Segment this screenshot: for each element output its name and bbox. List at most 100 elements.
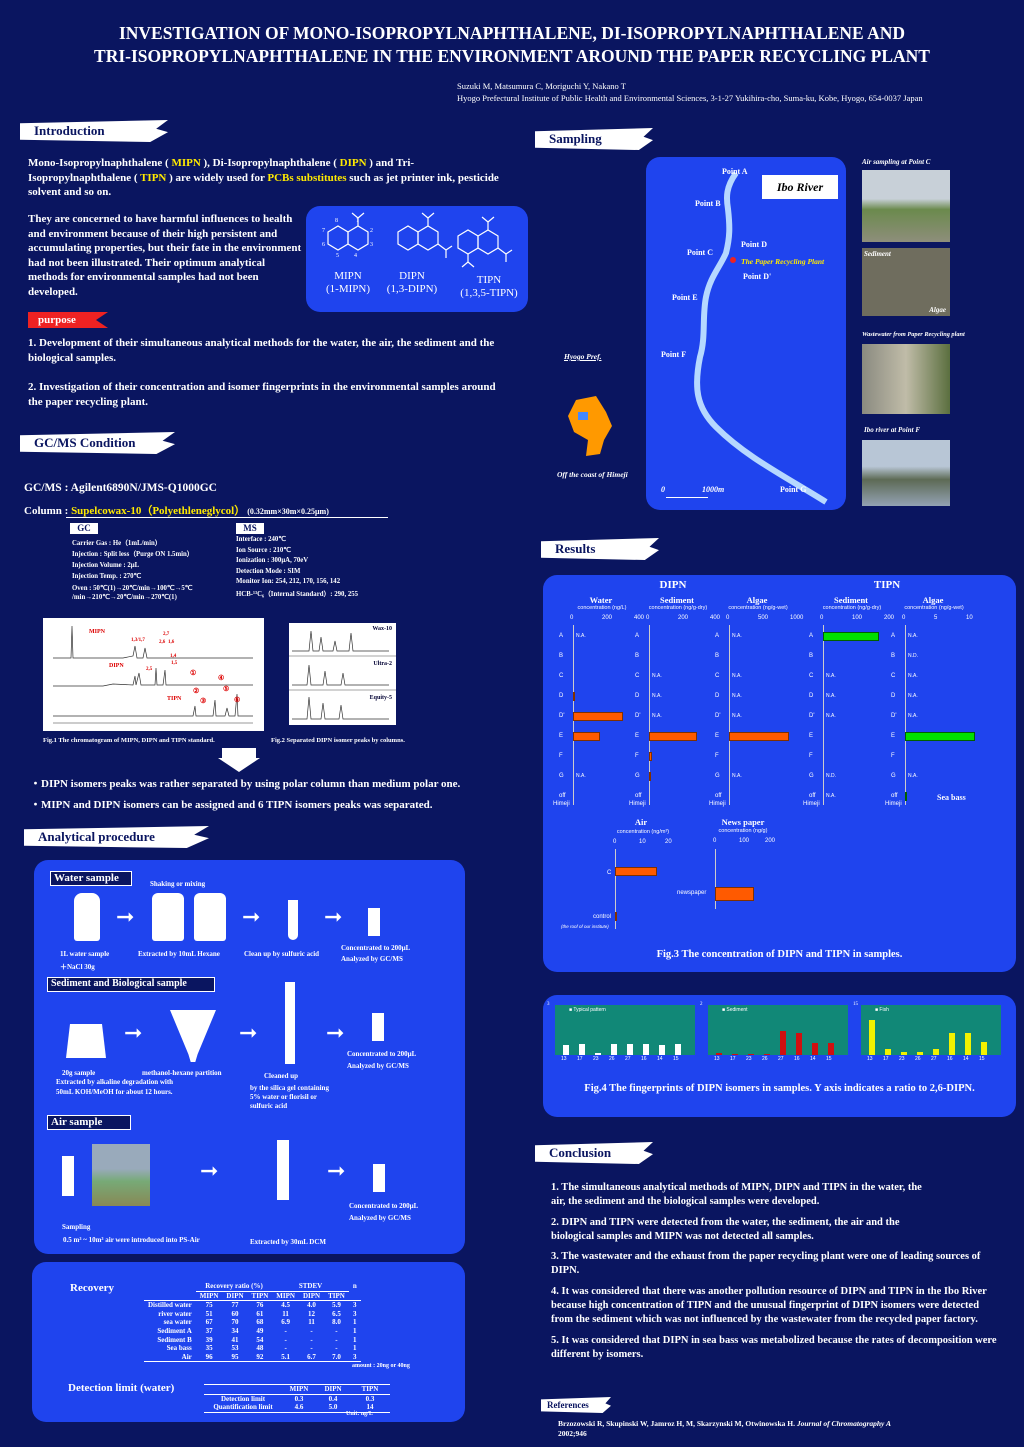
conclusion-item: 3. The wastewater and the exhaust from t… [551,1251,981,1277]
col-head: TIPN [251,1291,269,1300]
ring-number: 8 [335,218,338,224]
row-label: Sediment A [157,1326,192,1335]
fingerprint-bar [933,1048,939,1055]
group-title: Water [589,595,613,605]
tick-label: 10 [639,839,646,845]
air-row-c: C [607,870,612,876]
bar-annotation: N.A. [732,773,742,779]
chrom-label: 2,6 [159,640,166,645]
category-label: B [715,653,720,659]
group-unit: concentration (ng/g-wet) [728,605,788,611]
water-bottle-icon [74,893,100,941]
data-bar [573,712,623,721]
category-label: D [809,693,814,699]
row-label: Detection limit [220,1394,266,1403]
axis-line [715,849,716,909]
category-label: Himeji [553,801,570,807]
fingerprint-tick: 17 [577,1056,583,1062]
col-head: DIPN [302,1291,321,1300]
category-label: Himeji [709,801,726,807]
category-label: off [635,793,642,799]
fingerprint-bar [965,1032,971,1055]
category-label: D [635,693,640,699]
down-arrow-icon [218,748,260,772]
air-step: Analyzed by GC/MS [349,1214,411,1222]
cell: 37 [205,1326,213,1335]
title-line-2: TRI-ISOPROPYLNAPHTHALENE IN THE ENVIRONM… [94,46,930,66]
sediment-algae-photo: Sediment Algae [862,248,950,316]
data-bar [649,752,653,761]
fingerprint-tick: 23 [899,1056,905,1062]
cell: 51 [205,1309,213,1318]
ms-conditions: Interface : 240℃ Ion Source : 210℃ Ioniz… [236,535,396,600]
sed-step: Extracted by alkaline degradation with [56,1078,174,1086]
photo-caption: Sediment [864,250,891,258]
ring-number: 4 [354,253,357,259]
data-bar [573,692,575,701]
group-unit: concentration (ng/g-dry) [822,605,882,611]
chrom-label: ③ [200,697,207,705]
n-head: n [352,1282,357,1291]
cell: 5.9 [332,1301,341,1310]
ms-item: Interface : 240℃ [236,536,286,543]
photo-caption: Air sampling at Point C [862,158,931,166]
ring-number: 5 [336,253,339,259]
conclusion-item: 1. The simultaneous analytical methods o… [551,1182,922,1208]
sampling-map: Ibo River Point A Point B Point C Point … [646,157,846,510]
chrom-label: ⑥ [234,696,241,704]
axis-line [615,849,616,929]
fingerprint-tick: 14 [963,1056,969,1062]
water-step: Shaking or mixing [150,880,206,888]
category-label: G [809,773,814,779]
column-label: Ultra-2 [373,661,392,667]
reference-entry: Brzozowski R, Skupinski W, Jamroz H, M, … [558,1419,978,1439]
poster-title: INVESTIGATION OF MONO-ISOPROPYLNAPHTHALE… [0,22,1024,68]
air-row-control: control [593,914,612,920]
bar-annotation: N.A. [908,673,918,679]
category-label: B [635,653,640,659]
affiliation: Hyogo Prefectural Institute of Public He… [457,93,923,103]
tick-label: 200 [765,838,776,844]
cell: 1 [353,1326,357,1335]
arrow-icon: ➞ [124,1020,143,1045]
ms-head: MS [236,523,264,534]
tick-label: 0 [820,615,824,621]
cell: 0.3 [365,1394,375,1403]
cell: 0.4 [328,1394,338,1403]
mipn-label: MIPN(1-MIPN) [318,270,378,296]
category-label: C [715,673,720,679]
tick-label: 400 [710,615,721,621]
cell: 11 [308,1318,315,1327]
dipn-highlight: DIPN [339,157,367,169]
tick-label: 0 [726,615,730,621]
category-label: Himeji [629,801,646,807]
row-label: Sea bass [166,1344,192,1353]
data-bar [615,867,657,876]
fingerprint-tick: 16 [794,1056,800,1062]
category-label: off [715,793,722,799]
bar-annotation: N.A. [652,713,662,719]
chrom-label: ④ [218,674,225,682]
news-head: News paper [721,817,765,827]
chromatogram-traces [53,625,253,724]
bar-annotation: N.A. [826,793,836,799]
cell: - [284,1326,287,1335]
fingerprint-bar [659,1045,665,1055]
vial-icon [373,1164,385,1192]
fig4-caption: Fig.4 The fingerprints of DIPN isomers i… [584,1083,975,1094]
gc-item: Injection Volume : 2μL [72,562,140,569]
sed-step: Analyzed by GC/MS [347,1062,409,1070]
fingerprint-legend: ■ Sediment [722,1007,748,1013]
mipn-name: MIPN [334,270,362,282]
group-unit: concentration (ng/g-dry) [648,605,708,611]
cell: 14 [366,1403,374,1412]
category-label: F [635,753,639,759]
cell: 60 [231,1309,239,1318]
air-row-control-note: (the roof of our institute) [561,924,609,929]
bar-annotation: N.A. [732,713,742,719]
gc-conditions: Carrier Gas : He（1mL/min） Injection : Sp… [72,538,234,602]
tipn-sub: (1,3,5-TIPN) [460,287,518,299]
category-label: C [559,673,564,679]
air-sample-title: Air sample [47,1115,131,1130]
data-bar [573,732,601,741]
